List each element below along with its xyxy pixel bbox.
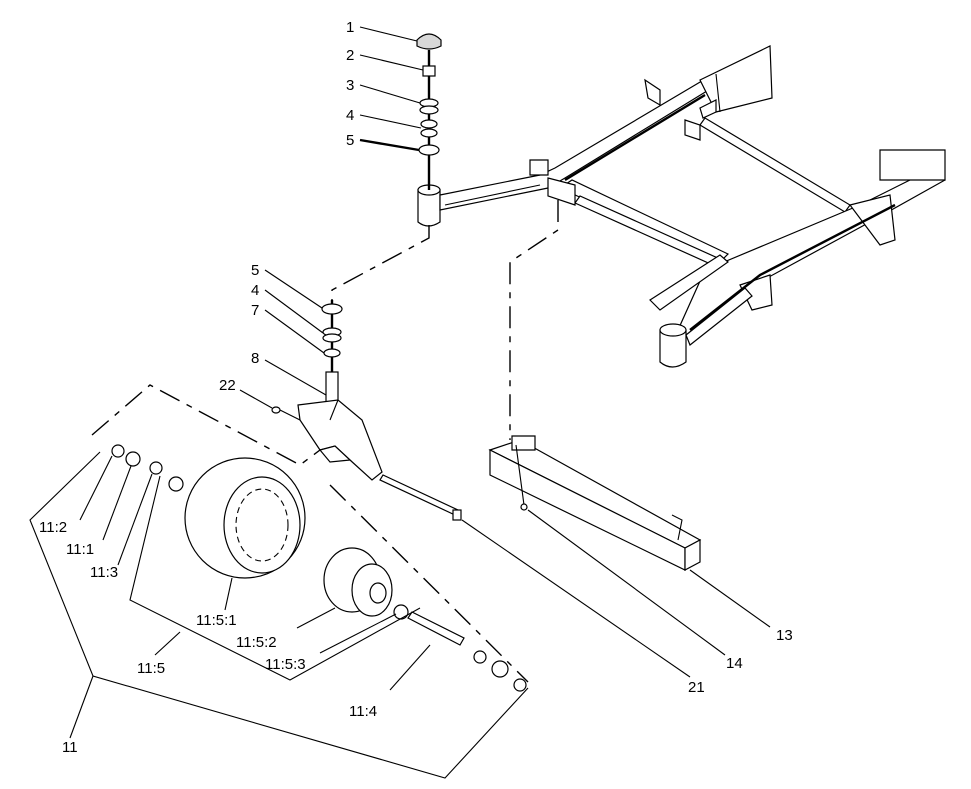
callout-11-2: 11:2 [39,519,67,536]
callout-8: 8 [251,350,259,367]
callout-11-1: 11:1 [66,541,94,558]
callout-2: 2 [346,47,354,64]
callout-11-3: 11:3 [90,564,118,581]
callout-11-5-2: 11:5:2 [236,634,277,651]
callout-labels: 1 2 3 4 5 5 4 7 8 22 11:2 11:1 11:3 11:5… [39,19,793,756]
callout-3: 3 [346,77,354,94]
callout-5: 5 [346,132,354,149]
callout-14: 14 [726,655,743,672]
callout-11-5-1: 11:5:1 [196,612,237,629]
callout-11-5-3: 11:5:3 [265,656,306,673]
spindle-stack-upper [416,33,442,190]
callout-1: 1 [346,19,354,36]
callout-11-4: 11:4 [349,703,377,720]
assembly-line-spindle [331,225,430,300]
spindle-stack-lower [321,300,343,372]
assembly-line-wheel-axle [329,484,529,683]
callout-7: 7 [251,302,259,319]
callout-11: 11 [62,739,78,756]
callout-21: 21 [688,679,705,696]
axle-bolt-21 [379,474,462,521]
callout-4: 4 [346,107,354,124]
rod-14 [509,200,559,511]
callout-4-lower: 4 [251,282,259,299]
assembly-line-wheel-top [91,384,321,466]
callout-22: 22 [219,377,236,394]
caster-fork [297,371,383,481]
callout-13: 13 [776,627,793,644]
weight-bar-13 [488,435,702,571]
callout-11-5: 11:5 [137,660,165,677]
leader-lines [29,26,771,779]
bolt-22 [271,406,301,421]
mower-frame [417,45,946,368]
wheel-assembly [111,444,527,692]
callout-5-lower: 5 [251,262,259,279]
